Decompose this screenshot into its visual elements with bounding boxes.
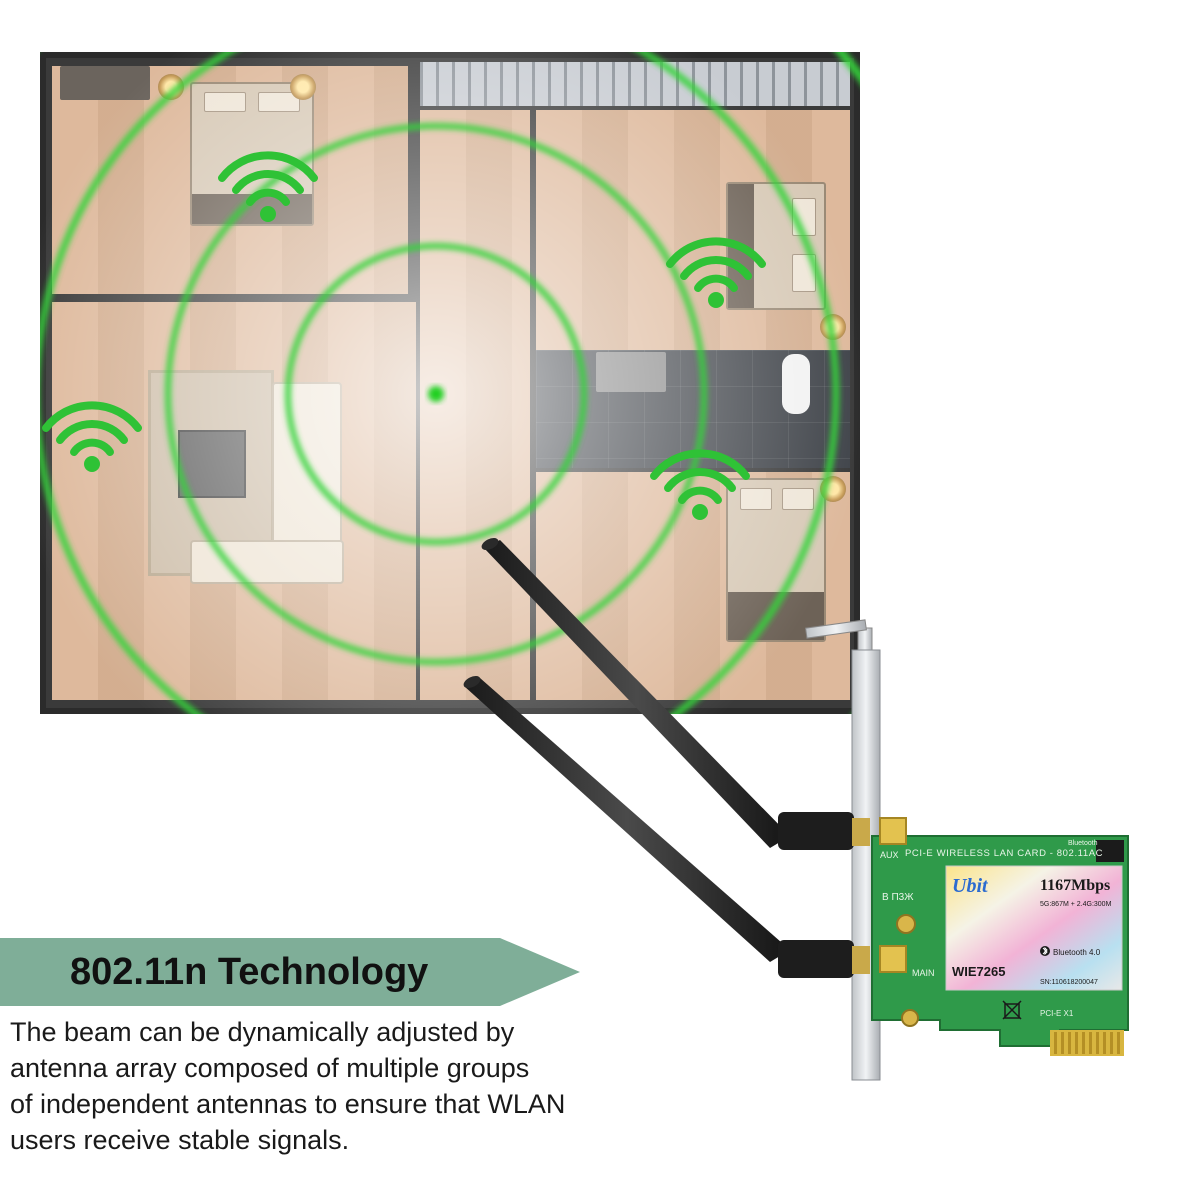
bed-top-right <box>726 182 826 310</box>
feature-description: The beam can be dynamically adjusted by … <box>10 1014 620 1158</box>
bed-top-left <box>190 82 314 226</box>
card-bluetooth-label: Bluetooth 4.0 <box>1053 948 1101 957</box>
card-header: PCI-E WIRELESS LAN CARD - 802.11AC <box>905 848 1103 859</box>
banner-arrow-shape <box>0 938 580 1006</box>
floor-plan-image <box>40 52 860 714</box>
description-line: users receive stable signals. <box>10 1125 350 1155</box>
circuit-board <box>871 817 1129 1056</box>
toilet <box>782 354 810 414</box>
lamp-4 <box>820 476 846 502</box>
desk <box>60 66 150 100</box>
description-line: of independent antennas to ensure that W… <box>10 1089 566 1119</box>
antenna-main <box>463 676 870 978</box>
bathroom-fixture <box>596 352 666 392</box>
feature-banner: 802.11n Technology <box>0 938 580 1006</box>
balcony <box>420 62 850 106</box>
card-bands: 5G:867M + 2.4G:300M <box>1040 901 1112 908</box>
card-brand: Ubit <box>952 875 989 897</box>
card-aux: AUX <box>880 850 899 860</box>
product-label <box>945 865 1123 991</box>
card-main: MAIN <box>912 968 935 978</box>
coffee-table <box>178 430 246 498</box>
bluetooth-icon <box>1040 946 1050 956</box>
hallway <box>420 110 530 700</box>
card-speed: 1167Mbps <box>1040 877 1110 894</box>
banner-title: 802.11n Technology <box>70 951 429 993</box>
bed-bottom-right <box>726 478 826 642</box>
card-bluetooth-top: Bluetooth <box>1068 840 1098 847</box>
card-model: WIE7265 <box>952 964 1005 979</box>
card-serial: SN:110618200047 <box>1040 979 1098 986</box>
lamp-1 <box>158 74 184 100</box>
lamp-3 <box>820 314 846 340</box>
recycle-bin-icon <box>1002 1000 1022 1020</box>
card-marking: B П3Ж <box>882 892 914 903</box>
lamp-2 <box>290 74 316 100</box>
sofa-bottom <box>190 540 344 584</box>
description-line: The beam can be dynamically adjusted by <box>10 1017 515 1047</box>
card-slot: PCI-E X1 <box>1040 1009 1074 1018</box>
description-line: antenna array composed of multiple group… <box>10 1053 530 1083</box>
